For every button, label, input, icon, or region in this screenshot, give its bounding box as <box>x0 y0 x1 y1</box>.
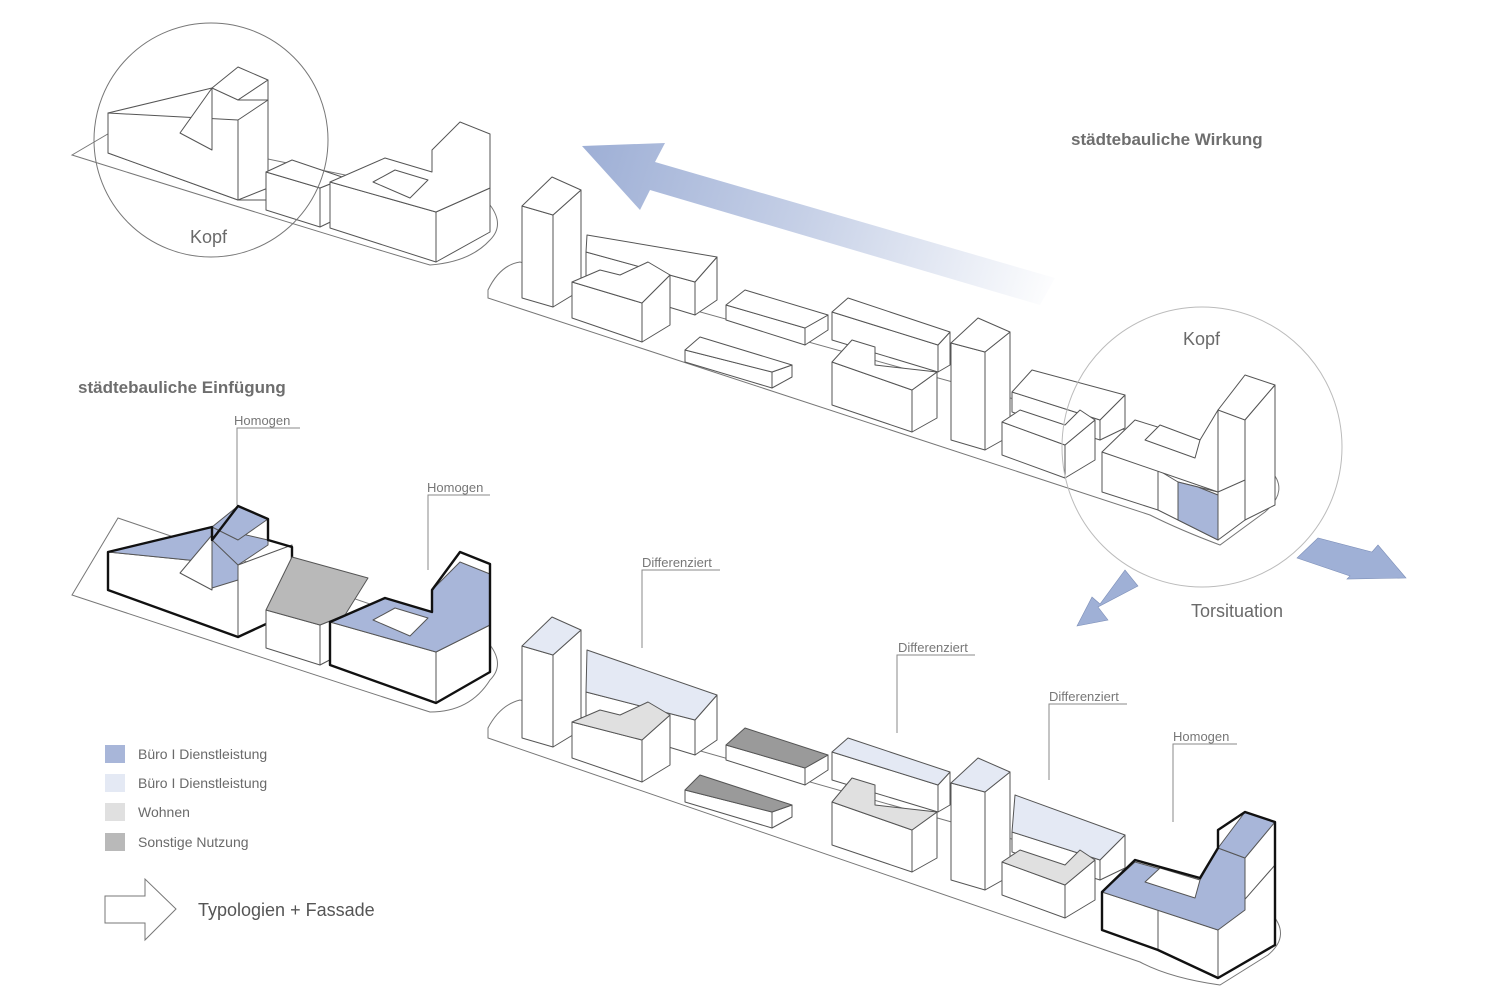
torsituation-arrow-left <box>1076 569 1139 627</box>
kopf-left-label: Kopf <box>190 227 228 247</box>
leader-homogen-1 <box>236 427 300 505</box>
label-homogen-3: Homogen <box>1173 729 1229 744</box>
top-gable-1 <box>725 289 829 346</box>
leader-differenziert-2 <box>896 654 975 733</box>
top-tower-1 <box>521 176 582 308</box>
legend: Büro I Dienstleistung Büro I Dienstleist… <box>104 745 375 942</box>
legend-swatch-other <box>105 833 125 851</box>
top-kopf-right-block <box>1101 374 1276 541</box>
bottom-kopf-right-block <box>1100 810 1277 980</box>
top-l-block <box>571 261 671 343</box>
label-differenziert-3: Differenziert <box>1049 689 1119 704</box>
effect-direction-arrow <box>582 143 1055 305</box>
kopf-left-circle <box>93 22 329 258</box>
legend-arrow-label: Typologien + Fassade <box>198 900 375 920</box>
bottom-right-blocks <box>1001 794 1126 919</box>
top-u-block <box>329 121 491 263</box>
top-tower-2 <box>950 317 1011 451</box>
top-right-site-plate <box>487 261 1280 546</box>
legend-label-3: Wohnen <box>138 804 190 820</box>
legend-swatch-office-dark <box>105 745 125 763</box>
bottom-diagram: städtebauliche Einfügung <box>71 378 1281 986</box>
top-right-blocks <box>1001 369 1126 479</box>
top-diagram: Kopf <box>70 22 1407 627</box>
leader-differenziert-3 <box>1048 703 1127 780</box>
label-homogen-2: Homogen <box>427 480 483 495</box>
torsituation-label: Torsituation <box>1191 601 1283 621</box>
leader-differenziert-1 <box>641 569 720 648</box>
leader-homogen-2 <box>427 494 490 570</box>
legend-label-2: Büro I Dienstleistung <box>138 775 267 791</box>
bottom-middle-block <box>831 737 951 873</box>
bottom-u-block <box>328 550 492 705</box>
bottom-gable-2 <box>684 774 793 829</box>
kopf-right-circle <box>1061 306 1343 588</box>
bottom-kopf-left-block <box>106 504 294 639</box>
label-differenziert-2: Differenziert <box>898 640 968 655</box>
legend-label-1: Büro I Dienstleistung <box>138 746 267 762</box>
kopf-right-label: Kopf <box>1183 329 1221 349</box>
legend-swatch-residential <box>105 803 125 821</box>
bottom-left-site-plate <box>71 517 498 713</box>
label-homogen-1: Homogen <box>234 413 290 428</box>
bottom-l-block <box>571 701 671 783</box>
bottom-tower-2 <box>950 757 1011 891</box>
legend-label-4: Sonstige Nutzung <box>138 834 249 850</box>
top-gable-2 <box>684 336 793 389</box>
legend-outline-arrow-icon <box>104 877 177 942</box>
bottom-right-site-plate <box>487 699 1281 986</box>
label-differenziert-1: Differenziert <box>642 555 712 570</box>
leader-homogen-3 <box>1172 743 1237 822</box>
heading-integration: städtebauliche Einfügung <box>78 378 286 397</box>
top-kopf-left-block <box>107 66 269 201</box>
legend-swatch-office-light <box>105 774 125 792</box>
torsituation-arrow-right <box>1296 537 1407 580</box>
bottom-gable-1 <box>725 727 829 786</box>
top-left-site-plate <box>70 127 498 266</box>
heading-effect: städtebauliche Wirkung <box>1071 130 1263 149</box>
top-middle-block <box>831 297 951 433</box>
